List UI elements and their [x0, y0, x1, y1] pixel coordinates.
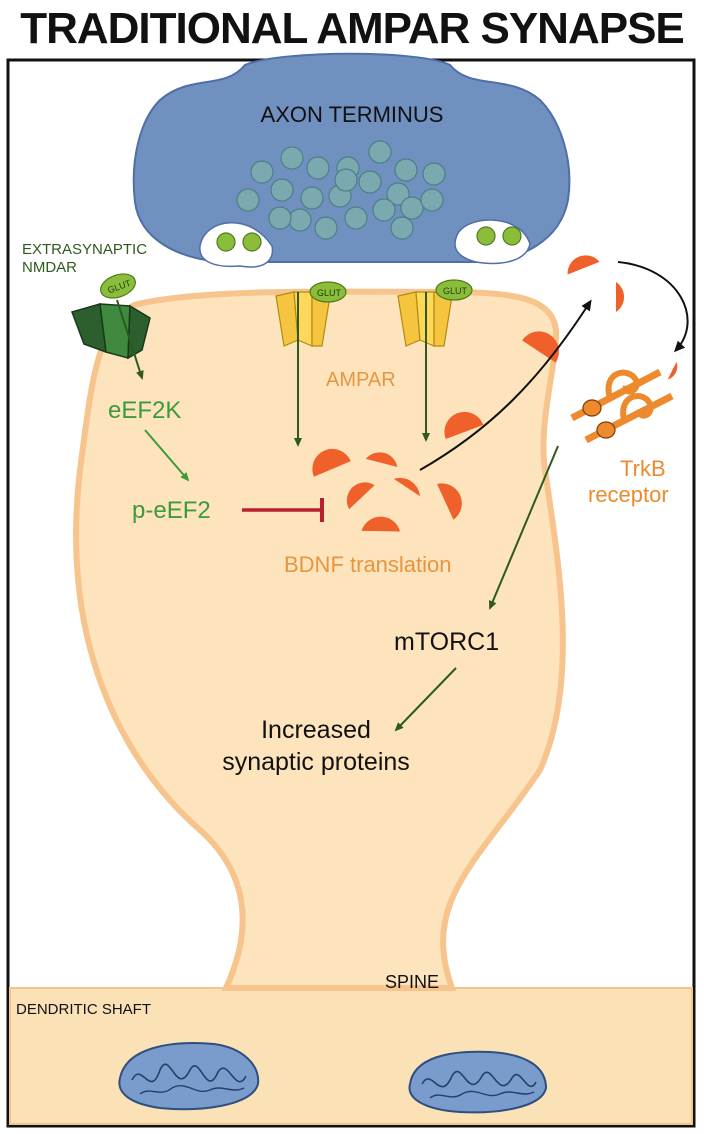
trkb-label-line2: receptor	[588, 482, 669, 507]
arrow-eef2k-to-peef2	[144, 429, 190, 482]
arrow-nmdar-to-eef2k	[116, 299, 144, 380]
eef2k-label: eEF2K	[108, 397, 181, 424]
ampar-receptor-1	[275, 281, 347, 347]
arrow-trkb-to-mtorc1	[489, 445, 559, 610]
mitochondrion-right	[408, 1050, 548, 1114]
dendritic-shaft	[9, 987, 693, 1125]
ampar-label: AMPAR	[326, 369, 396, 391]
increased-label-line1: Increased	[261, 716, 371, 744]
peef2-label: p-eEF2	[132, 497, 211, 524]
glutamate-release-left	[199, 221, 274, 268]
trkb-receptor-2	[584, 392, 674, 444]
trkb-receptor-1	[570, 368, 662, 422]
extrasynaptic-label-line2: NMDAR	[22, 259, 77, 276]
bdnf-translation-label: BDNF translation	[284, 552, 452, 577]
arrow-bdnf-release	[419, 299, 592, 471]
mtorc1-label: mTORC1	[394, 628, 499, 656]
dendritic-spine	[73, 288, 566, 991]
spine-label: SPINE	[385, 972, 439, 992]
increased-label-line2: synaptic proteins	[222, 748, 410, 776]
bdnf-molecules	[312, 255, 678, 532]
arrow-mtorc1-to-proteins	[394, 667, 457, 732]
extrasynaptic-nmdar	[71, 273, 151, 360]
ampar-receptor-2	[397, 279, 473, 347]
ampar2-glut-label: GLUT	[443, 286, 468, 296]
glutamate-release-right	[454, 219, 531, 265]
trkb-label-line1: TrkB	[620, 456, 666, 481]
axon-terminus-label: AXON TERMINUS	[261, 102, 444, 127]
extrasynaptic-label-line1: EXTRASYNAPTIC	[22, 241, 147, 258]
mitochondrion-left	[118, 1042, 260, 1111]
synaptic-vesicles	[236, 140, 446, 240]
pathway-arrows	[116, 261, 689, 732]
dendritic-shaft-label: DENDRITIC SHAFT	[16, 1001, 151, 1018]
diagram-title: TRADITIONAL AMPAR SYNAPSE	[20, 4, 685, 53]
arrow-bdnf-to-trkb	[617, 261, 689, 353]
ampar1-glut-label: GLUT	[317, 288, 342, 298]
